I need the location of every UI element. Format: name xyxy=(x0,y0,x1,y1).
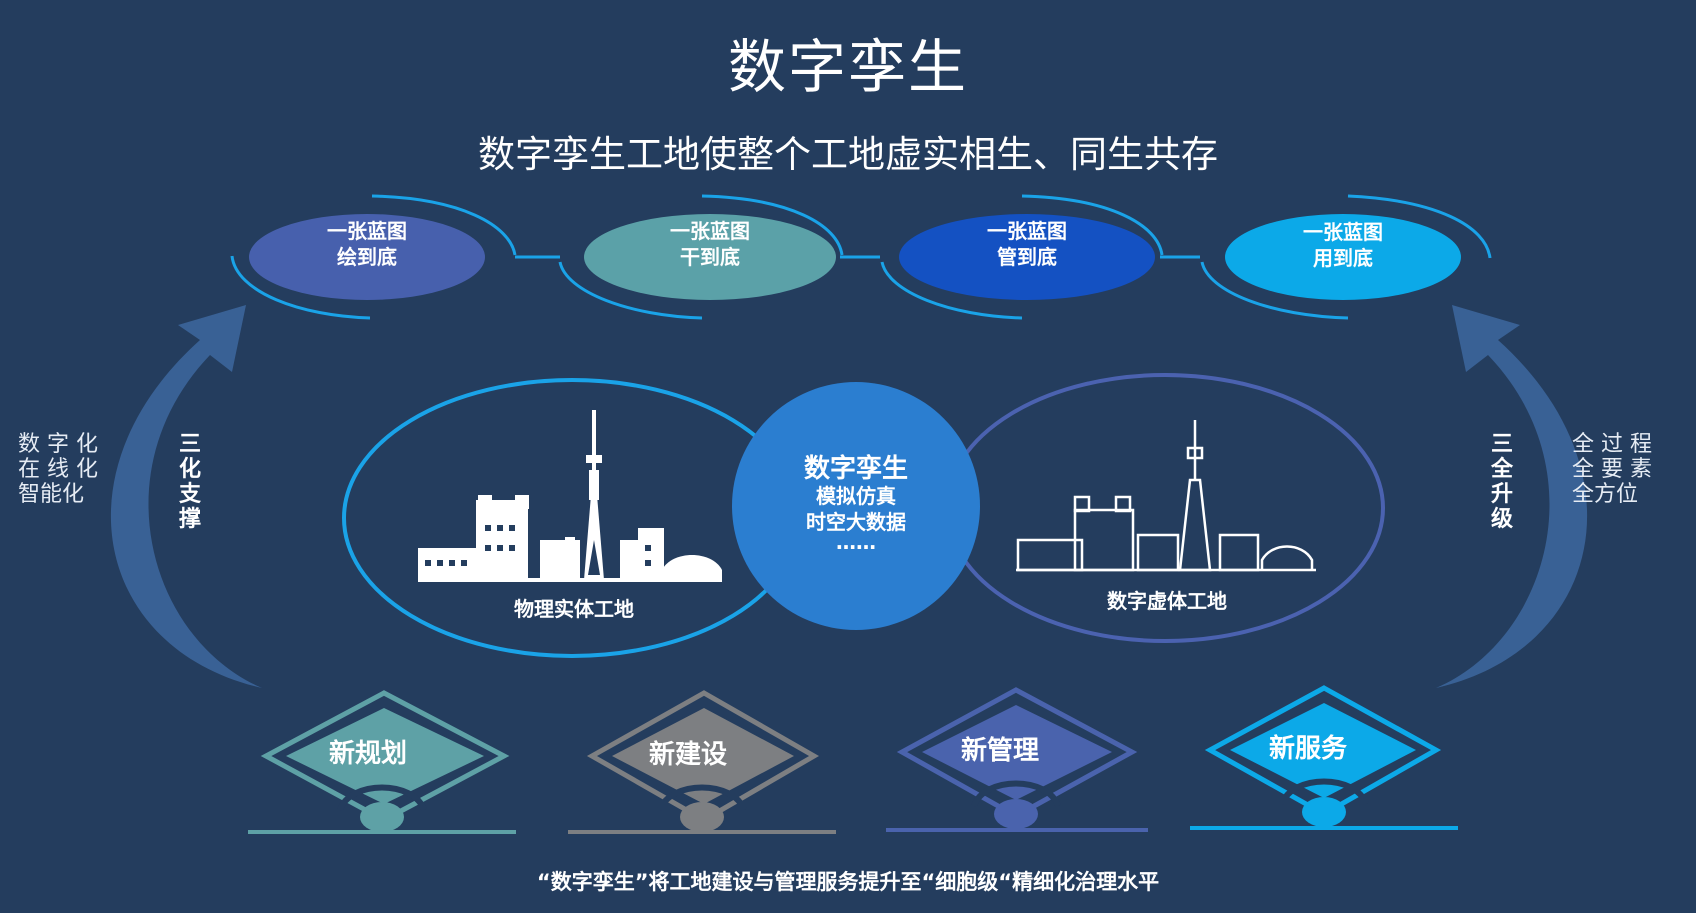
left-vertical-char-3: 支 xyxy=(178,482,201,507)
center-circle xyxy=(732,382,980,630)
right-side-line-3: 全方位 xyxy=(1572,482,1639,507)
center-line-1: 模拟仿真 xyxy=(816,484,896,508)
right-curved-arrow xyxy=(1436,305,1588,688)
diamond-new-construction xyxy=(568,690,836,834)
ring-2-bottom xyxy=(558,261,703,320)
center-line-2: 时空大数据 xyxy=(806,510,906,534)
ring-4-top xyxy=(1347,194,1492,259)
right-vertical-char-4: 级 xyxy=(1490,507,1513,532)
right-vertical-char-2: 全 xyxy=(1490,457,1513,482)
blueprint-1-line1: 一张蓝图 xyxy=(327,219,407,243)
diamond-badges xyxy=(248,685,1458,834)
physical-skyline-icon xyxy=(418,410,722,582)
page-subtitle: 数字孪生工地使整个工地虚实相生、同生共存 xyxy=(478,133,1218,176)
left-vertical-label: 三 化 支 撑 xyxy=(178,432,202,532)
right-vertical-char-3: 升 xyxy=(1490,482,1513,507)
ring-4-bottom xyxy=(1200,261,1349,320)
diamond-label-3: 新管理 xyxy=(960,736,1039,766)
center-title: 数字孪生 xyxy=(803,454,908,484)
virtual-caption: 数字虚体工地 xyxy=(1107,589,1227,613)
right-vertical-char-1: 三 xyxy=(1490,432,1513,457)
left-side-line-3: 智能化 xyxy=(18,482,85,507)
diamond-new-management xyxy=(886,687,1148,832)
ring-3-top xyxy=(1021,194,1164,256)
diamond-new-service xyxy=(1190,685,1458,830)
diamond-label-2: 新建设 xyxy=(648,740,727,770)
left-side-line-1: 数 字 化 xyxy=(18,432,98,457)
blueprint-ellipse-3 xyxy=(899,214,1155,300)
right-side-line-1: 全 过 程 xyxy=(1572,432,1652,457)
blueprint-ellipse-1 xyxy=(249,214,485,300)
right-side-line-2: 全 要 素 xyxy=(1572,457,1652,482)
blueprint-2-line2: 干到底 xyxy=(680,245,740,269)
blueprint-label-3: 一张蓝图 管到底 xyxy=(917,218,1137,270)
blueprint-ellipse-4 xyxy=(1225,214,1461,300)
page-title: 数字孪生 xyxy=(727,33,968,101)
blueprint-ellipse-2 xyxy=(584,214,836,300)
diamond-label-1: 新规划 xyxy=(328,739,407,769)
left-curved-arrow xyxy=(110,305,263,688)
blueprint-label-1: 一张蓝图 绘到底 xyxy=(257,218,477,270)
ring-1-bottom xyxy=(230,255,371,320)
blueprint-4-line1: 一张蓝图 xyxy=(1303,220,1383,244)
right-side-text: 全 过 程 全 要 素 全方位 xyxy=(1572,432,1652,507)
blueprint-label-2: 一张蓝图 干到底 xyxy=(600,218,820,270)
blueprint-2-line1: 一张蓝图 xyxy=(670,219,750,243)
left-vertical-char-1: 三 xyxy=(178,432,201,457)
right-vertical-label: 三 全 升 级 xyxy=(1490,432,1514,532)
left-side-text: 数 字 化 在 线 化 智能化 xyxy=(18,432,98,507)
blueprint-3-line1: 一张蓝图 xyxy=(987,219,1067,243)
footer-caption: “数字孪生”将工地建设与管理服务提升至“细胞级“精细化治理水平 xyxy=(536,870,1160,894)
virtual-skyline-icon xyxy=(1016,420,1316,572)
ring-2-top xyxy=(701,194,844,256)
blueprint-3-line2: 管到底 xyxy=(997,245,1057,269)
diamond-label-4: 新服务 xyxy=(1268,734,1347,764)
blueprint-ellipses xyxy=(249,214,1461,300)
blueprint-4-line2: 用到底 xyxy=(1313,246,1373,270)
left-side-line-2: 在 线 化 xyxy=(18,457,98,482)
center-line-3: …… xyxy=(836,530,876,554)
blueprint-rings xyxy=(230,194,1492,320)
blueprint-1-line2: 绘到底 xyxy=(337,245,397,269)
blueprint-label-4: 一张蓝图 用到底 xyxy=(1233,219,1453,271)
ring-3-bottom xyxy=(880,261,1023,320)
physical-caption: 物理实体工地 xyxy=(514,597,634,621)
left-vertical-char-2: 化 xyxy=(178,457,201,482)
left-vertical-char-4: 撑 xyxy=(178,507,201,532)
diamond-new-planning xyxy=(248,690,516,834)
physical-skyline-windows xyxy=(425,525,651,575)
ring-1-top xyxy=(371,194,517,256)
